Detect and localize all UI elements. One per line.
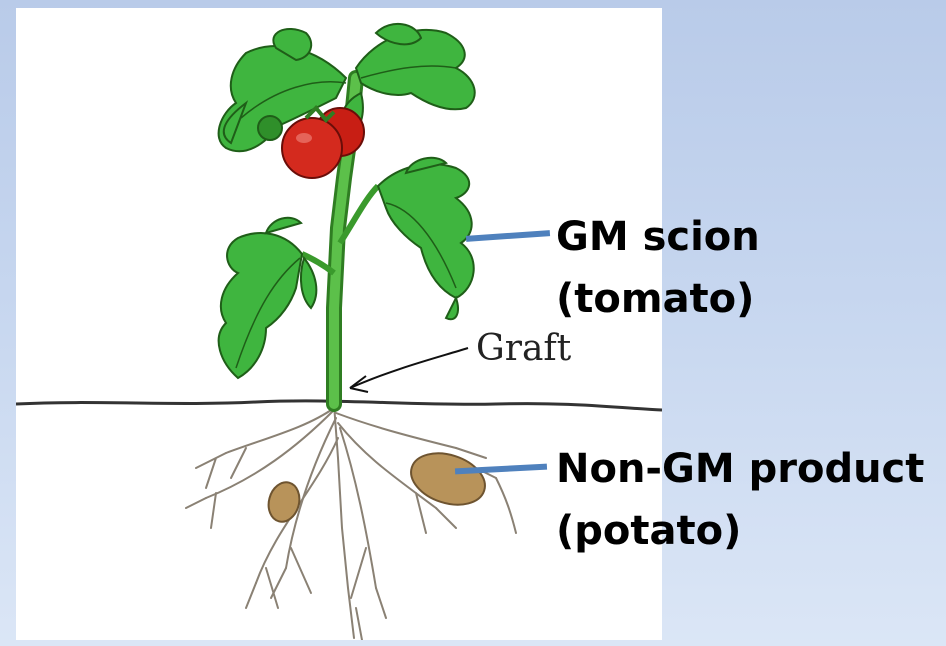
graft-arrow — [350, 348, 468, 392]
graft-label: Graft — [476, 328, 571, 369]
root-system — [186, 404, 516, 640]
product-callout: Non-GM product (potato) — [556, 438, 924, 562]
scion-callout: GM scion (tomato) — [556, 206, 760, 330]
product-label-line2: (potato) — [556, 500, 924, 562]
product-label-line1: Non-GM product — [556, 438, 924, 500]
scion-label-line2: (tomato) — [556, 268, 760, 330]
scion-label-line1: GM scion — [556, 206, 760, 268]
